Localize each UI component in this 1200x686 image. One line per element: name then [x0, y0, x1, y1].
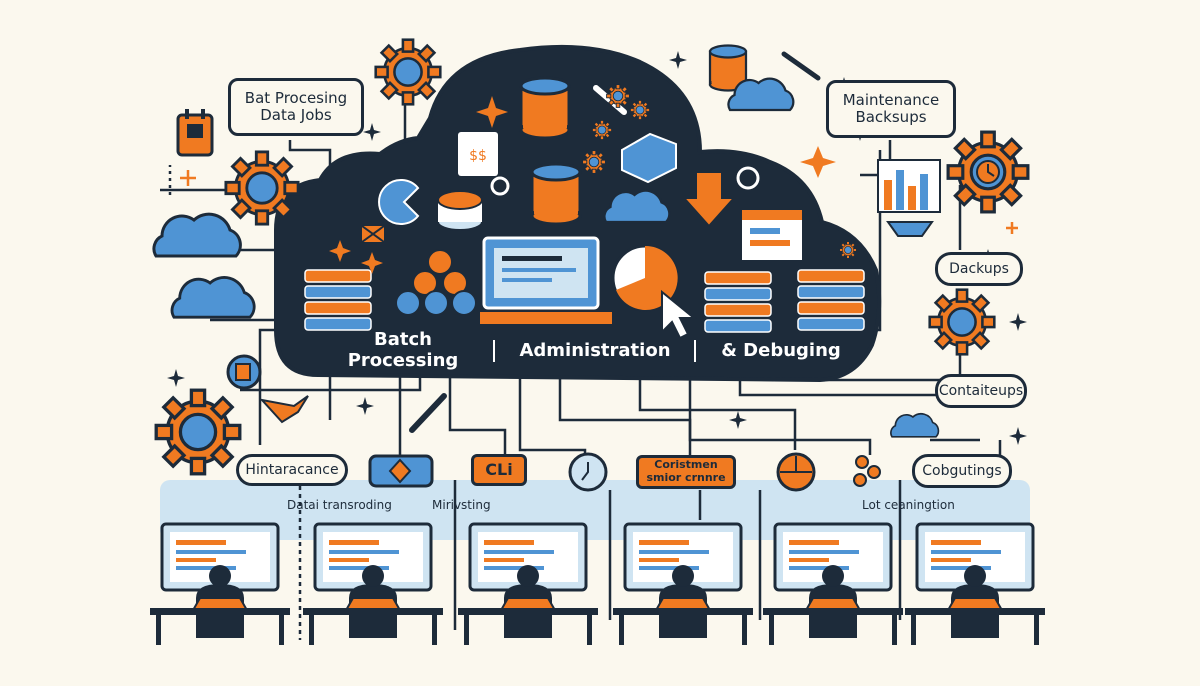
envelope-icon [361, 225, 385, 243]
arrow-down-icon [681, 171, 737, 228]
database-icon [519, 76, 571, 140]
molecule-icon [853, 455, 881, 487]
clock-icon [568, 452, 608, 492]
maintenance-backups-label: Maintenance Backsups [826, 80, 956, 138]
debuging-label: & Debuging [721, 339, 841, 361]
lot-ceaningtion-label: Lot ceaningtion [862, 498, 955, 513]
database-icon [530, 162, 582, 226]
wrench-icon [593, 85, 627, 115]
workstation-icon [301, 522, 445, 647]
sparkle-icon [476, 96, 508, 128]
workstation-icon [611, 522, 755, 647]
cobgutings-label: Cobgutings [912, 454, 1012, 488]
hintarcance-label: Hintaracance [236, 454, 348, 486]
cloud-icon [152, 212, 242, 258]
workstation-icon [761, 522, 905, 647]
gear-icon [592, 120, 612, 140]
bat-processing-label: Bat Procesing Data Jobs [228, 78, 364, 136]
svg-text:$$: $$ [469, 148, 487, 164]
storage-icon [437, 190, 483, 231]
cloud-icon [890, 412, 940, 438]
gear-icon [490, 176, 510, 196]
dackups-label: Dackups [935, 252, 1023, 286]
document-icon: $$ [458, 132, 498, 176]
batch-processing-label: Batch Processing [347, 329, 459, 371]
sparkle-icon [800, 146, 836, 178]
diamond-icon [368, 454, 434, 488]
coristmen-label: Coristmen smior crnnre [636, 455, 736, 489]
chart-icon [378, 179, 420, 225]
window-icon [742, 210, 802, 260]
workstation-icon [456, 522, 600, 647]
pencil-icon [409, 393, 447, 433]
cloud-icon [170, 276, 256, 319]
workstation-icon [148, 522, 292, 647]
cloud-icon [727, 77, 795, 112]
calendar-icon [176, 109, 214, 157]
cursor-icon [661, 289, 697, 340]
gear-icon [374, 38, 442, 106]
gear-icon [224, 150, 300, 226]
telescope-icon [781, 51, 821, 81]
administration-label: Administration [519, 339, 671, 361]
workstation-icon [903, 522, 1047, 647]
connector-lines [160, 100, 1002, 640]
gear-icon [606, 84, 630, 108]
data-transroding-label: Datai transroding [287, 498, 392, 513]
box-icon [621, 132, 677, 184]
bar-chart-icon [877, 159, 941, 237]
gear-icon [154, 388, 242, 476]
monitor-icon [480, 236, 612, 324]
gear-icon [839, 241, 857, 259]
contaiteups-label: Contaiteups [935, 374, 1027, 408]
gear-icon [736, 166, 760, 190]
bird-icon [259, 395, 309, 424]
gear-icon [630, 100, 650, 120]
plus-icon [180, 170, 1018, 234]
mirivsting-label: Mirivsting [432, 498, 491, 513]
gear-icon [582, 150, 606, 174]
sparkle-icon [329, 240, 351, 262]
document-icon [226, 354, 262, 390]
clock-icon [776, 452, 816, 492]
sparkle-icon [361, 252, 383, 274]
cli-label: CLi [471, 454, 527, 486]
gear-icon [928, 288, 996, 356]
dot-cluster [412, 249, 468, 296]
